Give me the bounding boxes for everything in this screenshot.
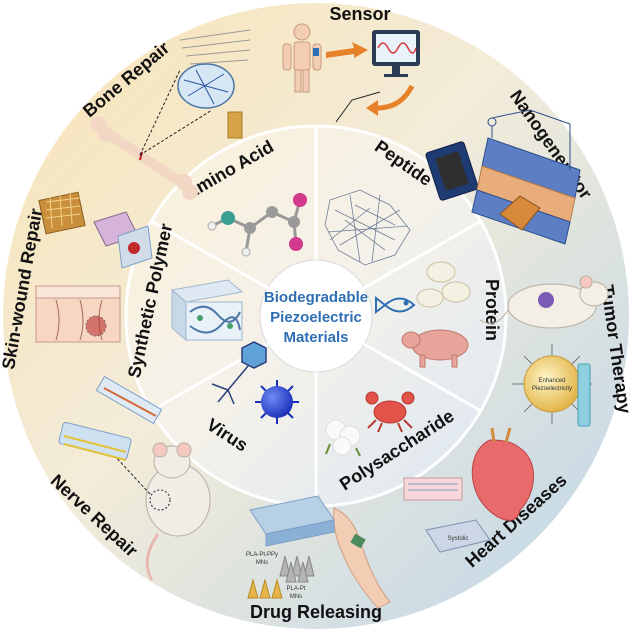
microneedle-array-gold-icon <box>247 578 283 599</box>
bacteriophage-icon <box>211 341 267 405</box>
nerve-repair-illustration <box>58 375 211 581</box>
fiber-guide-icon <box>95 375 163 425</box>
fiber-mat-icon <box>38 191 86 235</box>
bone-cylinder-icon <box>227 111 243 139</box>
rat-icon <box>145 442 211 581</box>
skin-layer-icon <box>35 285 121 343</box>
synthetic-polymer-illustration <box>170 279 244 342</box>
microneedle-array-icon <box>279 555 315 583</box>
skin-wound-repair-illustration <box>35 191 153 343</box>
patch-plate-icon <box>425 519 491 553</box>
virus-illustrations <box>211 341 299 424</box>
leg-icon <box>333 507 391 609</box>
tumor-icon <box>538 292 554 308</box>
enhanced-text: Enhanced <box>538 378 565 384</box>
cotton-icon <box>325 419 361 457</box>
piezo-nanoparticle-icon: Enhanced Piezoelectricity <box>512 344 592 424</box>
pig-icon <box>401 329 469 368</box>
pla-pt-ppy-text: PLA-Pt-PPy <box>246 552 278 558</box>
pla-pt-text: PLA-Pt <box>286 586 305 592</box>
piezoelectricity-text: Piezoelectricity <box>532 386 572 392</box>
polysaccharide-illustrations <box>325 391 415 457</box>
sensor-illustration <box>282 23 420 123</box>
silk-cocoon-icon <box>441 281 471 303</box>
monitor-icon <box>372 30 420 77</box>
label-sensor: Sensor <box>329 4 390 24</box>
mns-text-1: MNs <box>256 560 268 566</box>
center-title-line-1: Biodegradable <box>264 289 368 306</box>
segment-dividers <box>150 126 482 506</box>
amino-acid-molecule-illustration <box>207 193 307 257</box>
tumor-therapy-illustration: Enhanced Piezoelectricity <box>479 275 609 427</box>
center-title-line-2: Piezoelectric <box>270 309 362 326</box>
silk-cocoon-icon <box>426 261 456 283</box>
heart-icon <box>471 439 534 521</box>
folded-paper-icon <box>499 195 541 231</box>
spiky-virus-icon <box>255 380 299 424</box>
systolic-text: Systolic <box>448 536 469 542</box>
label-protein: Protein <box>482 279 502 341</box>
center-title-line-3: Materials <box>283 329 348 346</box>
peptide-network-illustration <box>324 189 411 266</box>
drug-releasing-illustration: PLA-Pt-PPy MNs PLA-Pt MNs <box>246 495 391 609</box>
label-drug-releasing: Drug Releasing <box>250 602 382 622</box>
mns-text-2: MNs <box>290 594 302 600</box>
nerve-conduit-icon <box>58 421 132 461</box>
heart-diseases-illustration: Systolic <box>403 427 534 553</box>
nanogenerator-illustration <box>425 109 581 245</box>
protein-illustrations <box>375 261 471 368</box>
crab-icon <box>365 391 415 433</box>
fish-icon <box>375 295 416 315</box>
silk-cocoon-icon <box>416 288 444 308</box>
arrow-right-icon <box>326 42 368 58</box>
nanofiber-bundle-icon <box>179 29 251 65</box>
implant-strip-icon <box>577 363 591 427</box>
human-figure-icon <box>282 23 322 93</box>
mouse-icon <box>479 275 609 329</box>
bone-repair-illustration <box>90 29 251 200</box>
